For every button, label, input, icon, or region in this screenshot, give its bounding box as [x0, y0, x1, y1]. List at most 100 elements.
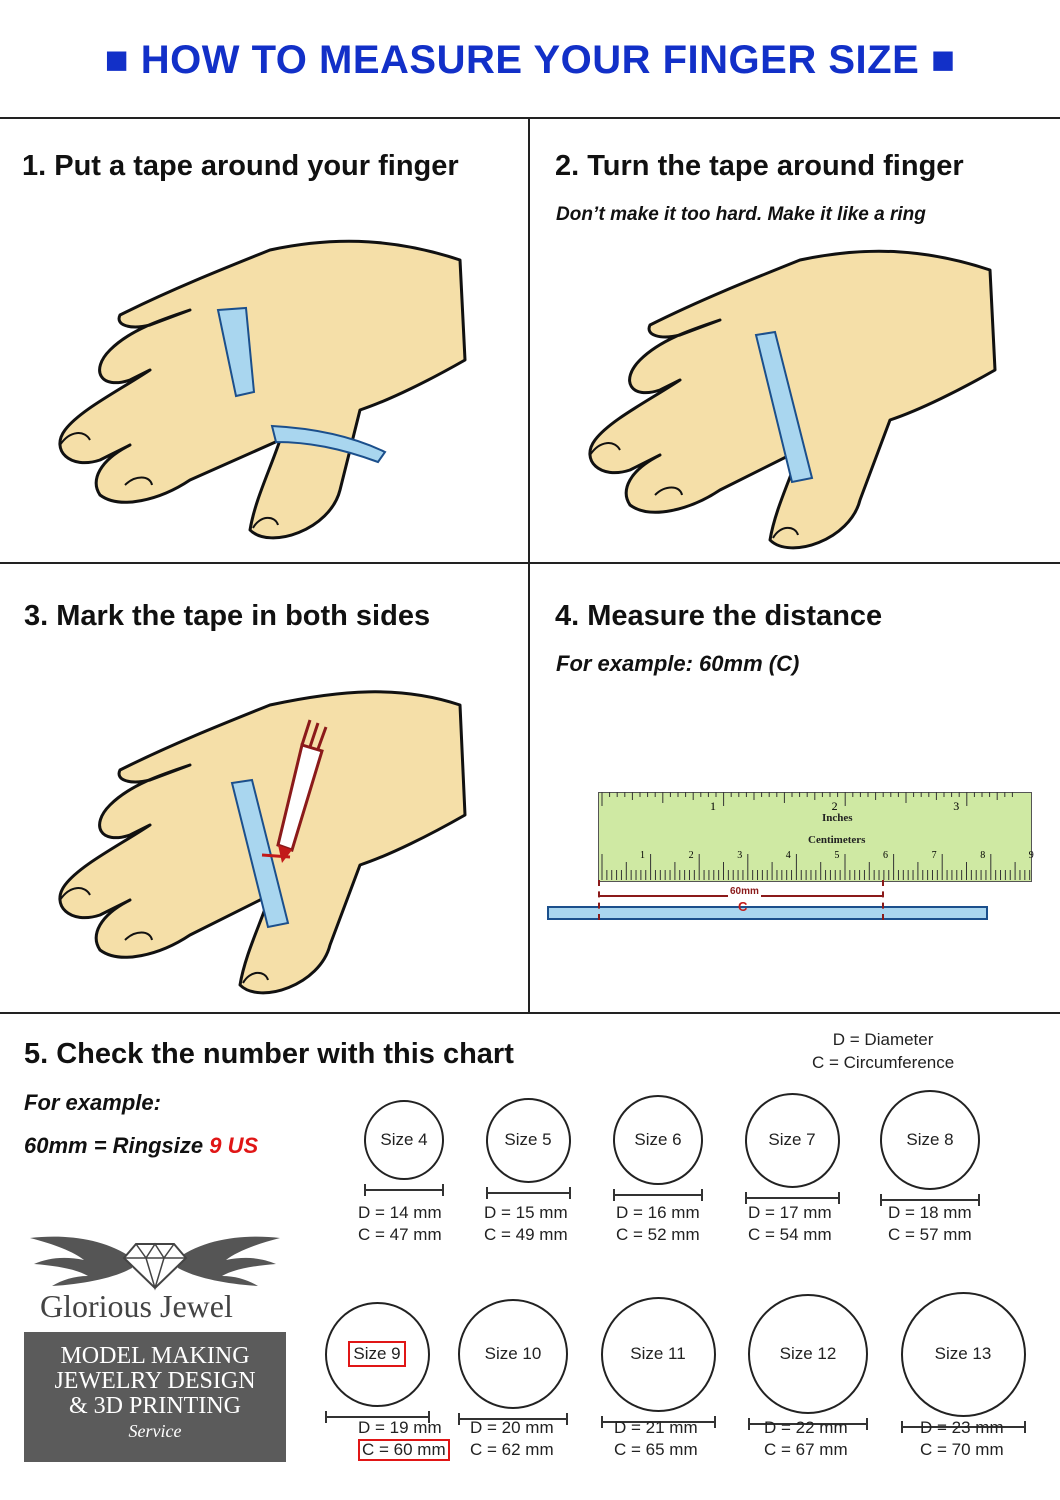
- ruler-inches-label: Inches: [822, 812, 853, 824]
- ruler-cm-tick-label: 1: [640, 850, 645, 861]
- service-box: MODEL MAKING JEWELRY DESIGN & 3D PRINTIN…: [24, 1332, 286, 1462]
- ring-diameter: D = 18 mm: [888, 1203, 972, 1222]
- step-4-subtitle: For example: 60mm (C): [556, 651, 800, 676]
- hand-mark-illustration: [58, 690, 467, 995]
- ring-size-label: Size 5: [504, 1130, 552, 1149]
- ring-circle: Size 12: [748, 1294, 868, 1414]
- ring-circumference: C = 60 mm: [358, 1439, 450, 1461]
- ring-dimensions: D = 22 mm C = 67 mm: [764, 1417, 848, 1461]
- ring-dimensions: D = 15 mm C = 49 mm: [484, 1202, 568, 1246]
- step-4-title: 4. Measure the distance: [555, 600, 883, 632]
- diameter-bar: [744, 1191, 840, 1204]
- legend: D = Diameter C = Circumference: [812, 1028, 954, 1074]
- ring-size-label: Size 8: [906, 1130, 954, 1149]
- ring-size-label: Size 6: [634, 1130, 682, 1149]
- ring-circle: Size 13: [900, 1291, 1026, 1417]
- brand-name: Glorious Jewel: [40, 1288, 233, 1324]
- service-line-4: Service: [128, 1421, 182, 1441]
- ring-circumference: C = 52 mm: [616, 1225, 700, 1244]
- ring-dimensions: D = 18 mm C = 57 mm: [888, 1202, 972, 1246]
- ring-diameter: D = 20 mm: [470, 1418, 554, 1437]
- diameter-bar: [880, 1194, 980, 1206]
- hand-tape-illustration-1: [58, 239, 467, 540]
- hand-tape-illustration-2: [588, 249, 997, 550]
- ruler-cm-tick-label: 7: [932, 850, 937, 861]
- ring-dimensions: D = 21 mm C = 65 mm: [614, 1417, 698, 1461]
- ruler-cm-tick-label: 8: [980, 850, 985, 861]
- diameter-bar: [364, 1184, 444, 1196]
- legend-circumference: C = Circumference: [812, 1053, 955, 1072]
- divider-bottom: [0, 1012, 1060, 1014]
- ring-circumference: C = 65 mm: [614, 1440, 698, 1459]
- measure-letter: C: [738, 899, 748, 914]
- ruler-cm-tick-label: 3: [737, 850, 742, 861]
- divider-top: [0, 117, 1060, 119]
- diameter-bar: [600, 1415, 716, 1428]
- measure-label: 60mm: [728, 886, 761, 897]
- ring-diameter: D = 16 mm: [616, 1203, 700, 1222]
- ring-circumference: C = 70 mm: [920, 1440, 1004, 1459]
- ruler-inch-tick-label: 2: [832, 799, 838, 813]
- ruler-cm-tick-label: 4: [786, 850, 791, 861]
- ring-circle: Size 8: [880, 1090, 980, 1190]
- ring-circumference: C = 54 mm: [748, 1225, 832, 1244]
- ruler-cm-tick-label: 9: [1029, 850, 1034, 861]
- ring-size-label: Size 9: [348, 1341, 406, 1367]
- ring-circumference: C = 62 mm: [470, 1440, 554, 1459]
- ring-dimensions: D = 20 mm C = 62 mm: [470, 1417, 554, 1461]
- ruler-inch-tick-label: 3: [953, 799, 959, 813]
- example-value-prefix: 60mm = Ringsize: [24, 1133, 210, 1158]
- ring-circle: Size 9: [324, 1301, 430, 1407]
- ring-dimensions: D = 19 mm C = 60 mm: [358, 1417, 450, 1461]
- measure-mark-right: [882, 880, 886, 920]
- ring-diameter: D = 15 mm: [484, 1203, 568, 1222]
- ring-circumference: C = 57 mm: [888, 1225, 972, 1244]
- service-line-2: JEWELRY DESIGN: [54, 1368, 256, 1394]
- step-1-title: 1. Put a tape around your finger: [22, 150, 459, 182]
- diamond-wings-logo: [30, 1236, 280, 1291]
- ruler-inch-tick-label: 1: [710, 799, 716, 813]
- ring-size-label: Size 10: [484, 1344, 542, 1363]
- diameter-bar: [485, 1186, 571, 1199]
- ring-circle: Size 10: [458, 1299, 568, 1409]
- ring-diameter: D = 14 mm: [358, 1203, 442, 1222]
- ruler-cm-tick-label: 5: [834, 850, 839, 861]
- ruler-cm-tick-label: 6: [883, 850, 888, 861]
- divider-vertical: [528, 117, 530, 1014]
- ring-size-label: Size 7: [768, 1130, 816, 1149]
- example-value-size: 9 US: [209, 1133, 259, 1158]
- diameter-bar: [748, 1418, 868, 1430]
- diameter-bar: [458, 1413, 568, 1425]
- page-title: ■ HOW TO MEASURE YOUR FINGER SIZE ■: [104, 38, 956, 82]
- ring-circle: Size 5: [485, 1097, 571, 1183]
- ring-diameter: D = 23 mm: [920, 1418, 1004, 1437]
- measure-mark-left: [598, 880, 602, 920]
- ruler-centimeters-label: Centimeters: [808, 834, 866, 846]
- divider-middle: [0, 562, 1060, 564]
- legend-diameter: D = Diameter: [832, 1030, 934, 1049]
- diameter-bar: [613, 1189, 703, 1201]
- example-label: For example:: [24, 1090, 161, 1115]
- ring-size-label: Size 4: [380, 1130, 428, 1149]
- diameter-bar: [900, 1420, 1026, 1433]
- ring-dimensions: D = 17 mm C = 54 mm: [748, 1202, 832, 1246]
- tape-strip: [547, 906, 988, 920]
- ring-circumference: C = 67 mm: [764, 1440, 848, 1459]
- ring-circumference: C = 49 mm: [484, 1225, 568, 1244]
- ring-size-label: Size 13: [934, 1344, 992, 1363]
- ruler: [598, 792, 1032, 882]
- step-2-subtitle: Don’t make it too hard. Make it like a r…: [556, 204, 926, 225]
- example-value: 60mm = Ringsize 9 US: [24, 1133, 258, 1159]
- ring-size-label: Size 11: [630, 1344, 686, 1363]
- ring-circle: Size 6: [613, 1095, 703, 1185]
- ring-circumference: C = 47 mm: [358, 1225, 442, 1244]
- ring-diameter: D = 19 mm: [358, 1418, 442, 1437]
- ring-diameter: D = 17 mm: [748, 1203, 832, 1222]
- service-line-1: MODEL MAKING: [60, 1343, 250, 1369]
- ring-diameter: D = 22 mm: [764, 1418, 848, 1437]
- service-line-3: & 3D PRINTING: [69, 1393, 241, 1419]
- ring-circle: Size 11: [600, 1296, 716, 1412]
- ring-circle: Size 7: [744, 1092, 840, 1188]
- ring-diameter: D = 21 mm: [614, 1418, 698, 1437]
